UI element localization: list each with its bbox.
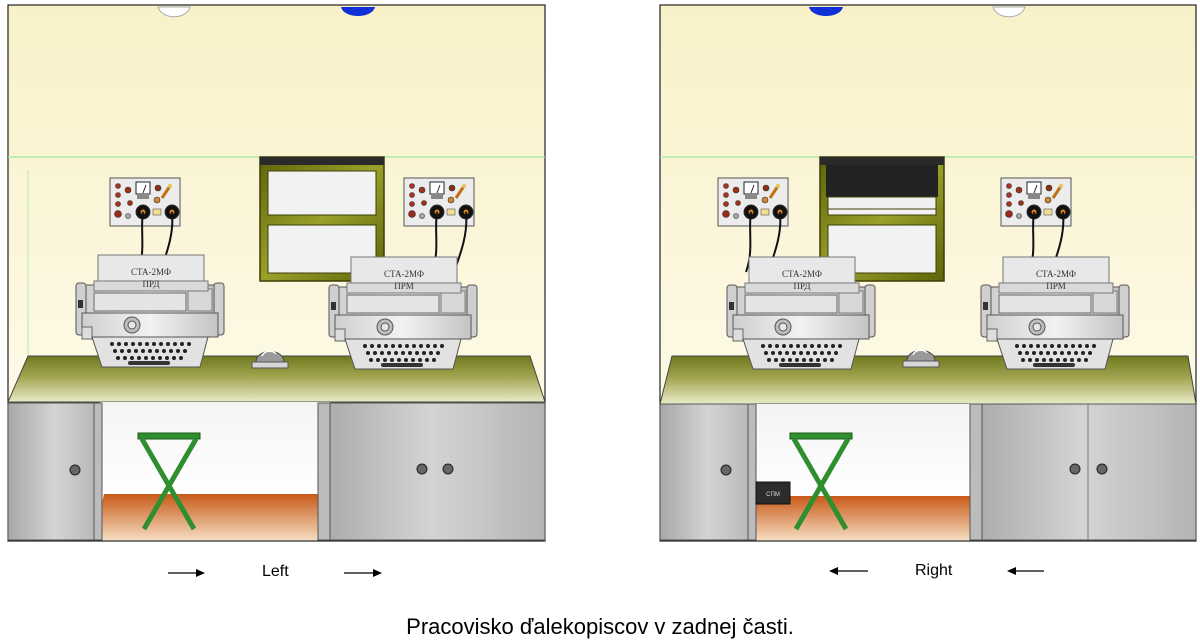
view-label-right[interactable]: Right [915,562,953,579]
figure-caption: Pracovisko ďalekopiscov v zadnej časti. [406,614,794,639]
knob-icon [69,464,81,476]
teleprinter-role: ПРМ [394,281,414,291]
control-panel [999,176,1073,228]
arrow-right-icon[interactable] [168,569,205,577]
cabinet [7,402,103,541]
teleprinter: СТА-2МФ ПРД [726,256,876,370]
arrow-right-icon[interactable] [344,569,382,577]
teleprinter-role: ПРМ [1046,281,1066,291]
teleprinter-role: ПРД [143,279,160,289]
teleprinter: СТА-2МФ ПРМ [980,256,1130,370]
view-label-left[interactable]: Left [262,563,289,580]
teleprinter: СТА-2МФ ПРМ [328,256,478,370]
control-panel [402,176,476,228]
window [819,156,945,282]
cabinet [317,402,546,541]
teleprinter-role: ПРД [794,281,811,291]
arrow-left-icon[interactable] [1007,567,1044,575]
teleprinter-model: СТА-2МФ [384,269,424,279]
cabinet [969,403,1197,541]
floor [742,496,980,540]
teleprinter-model: СТА-2МФ [782,269,822,279]
arrow-left-icon[interactable] [829,567,868,575]
knob-icon [416,463,428,475]
knob-icon [442,463,454,475]
knob-icon [720,464,732,476]
knob-icon [1096,463,1108,475]
control-panel [716,176,790,228]
ceiling-light-icon [809,7,843,16]
teleprinter-model: СТА-2МФ [131,267,171,277]
teleprinter-model: СТА-2МФ [1036,269,1076,279]
panel-left: СТА-2МФ ПРД СТА-2МФ ПРМ [7,4,546,542]
ceiling-light-icon [157,6,191,18]
ceiling-light-icon [992,6,1026,18]
panel-right: СПМ СТА-2МФ ПРД СТА-2МФ ПРМ [659,4,1197,542]
control-panel [108,176,182,228]
cabinet [659,403,757,541]
teleprinter: СТА-2МФ ПРД [75,254,225,368]
floor [94,494,330,540]
ceiling-light-icon [341,7,375,16]
small-box: СПМ [755,481,791,505]
knob-icon [1069,463,1081,475]
small-box-label: СПМ [766,492,780,498]
